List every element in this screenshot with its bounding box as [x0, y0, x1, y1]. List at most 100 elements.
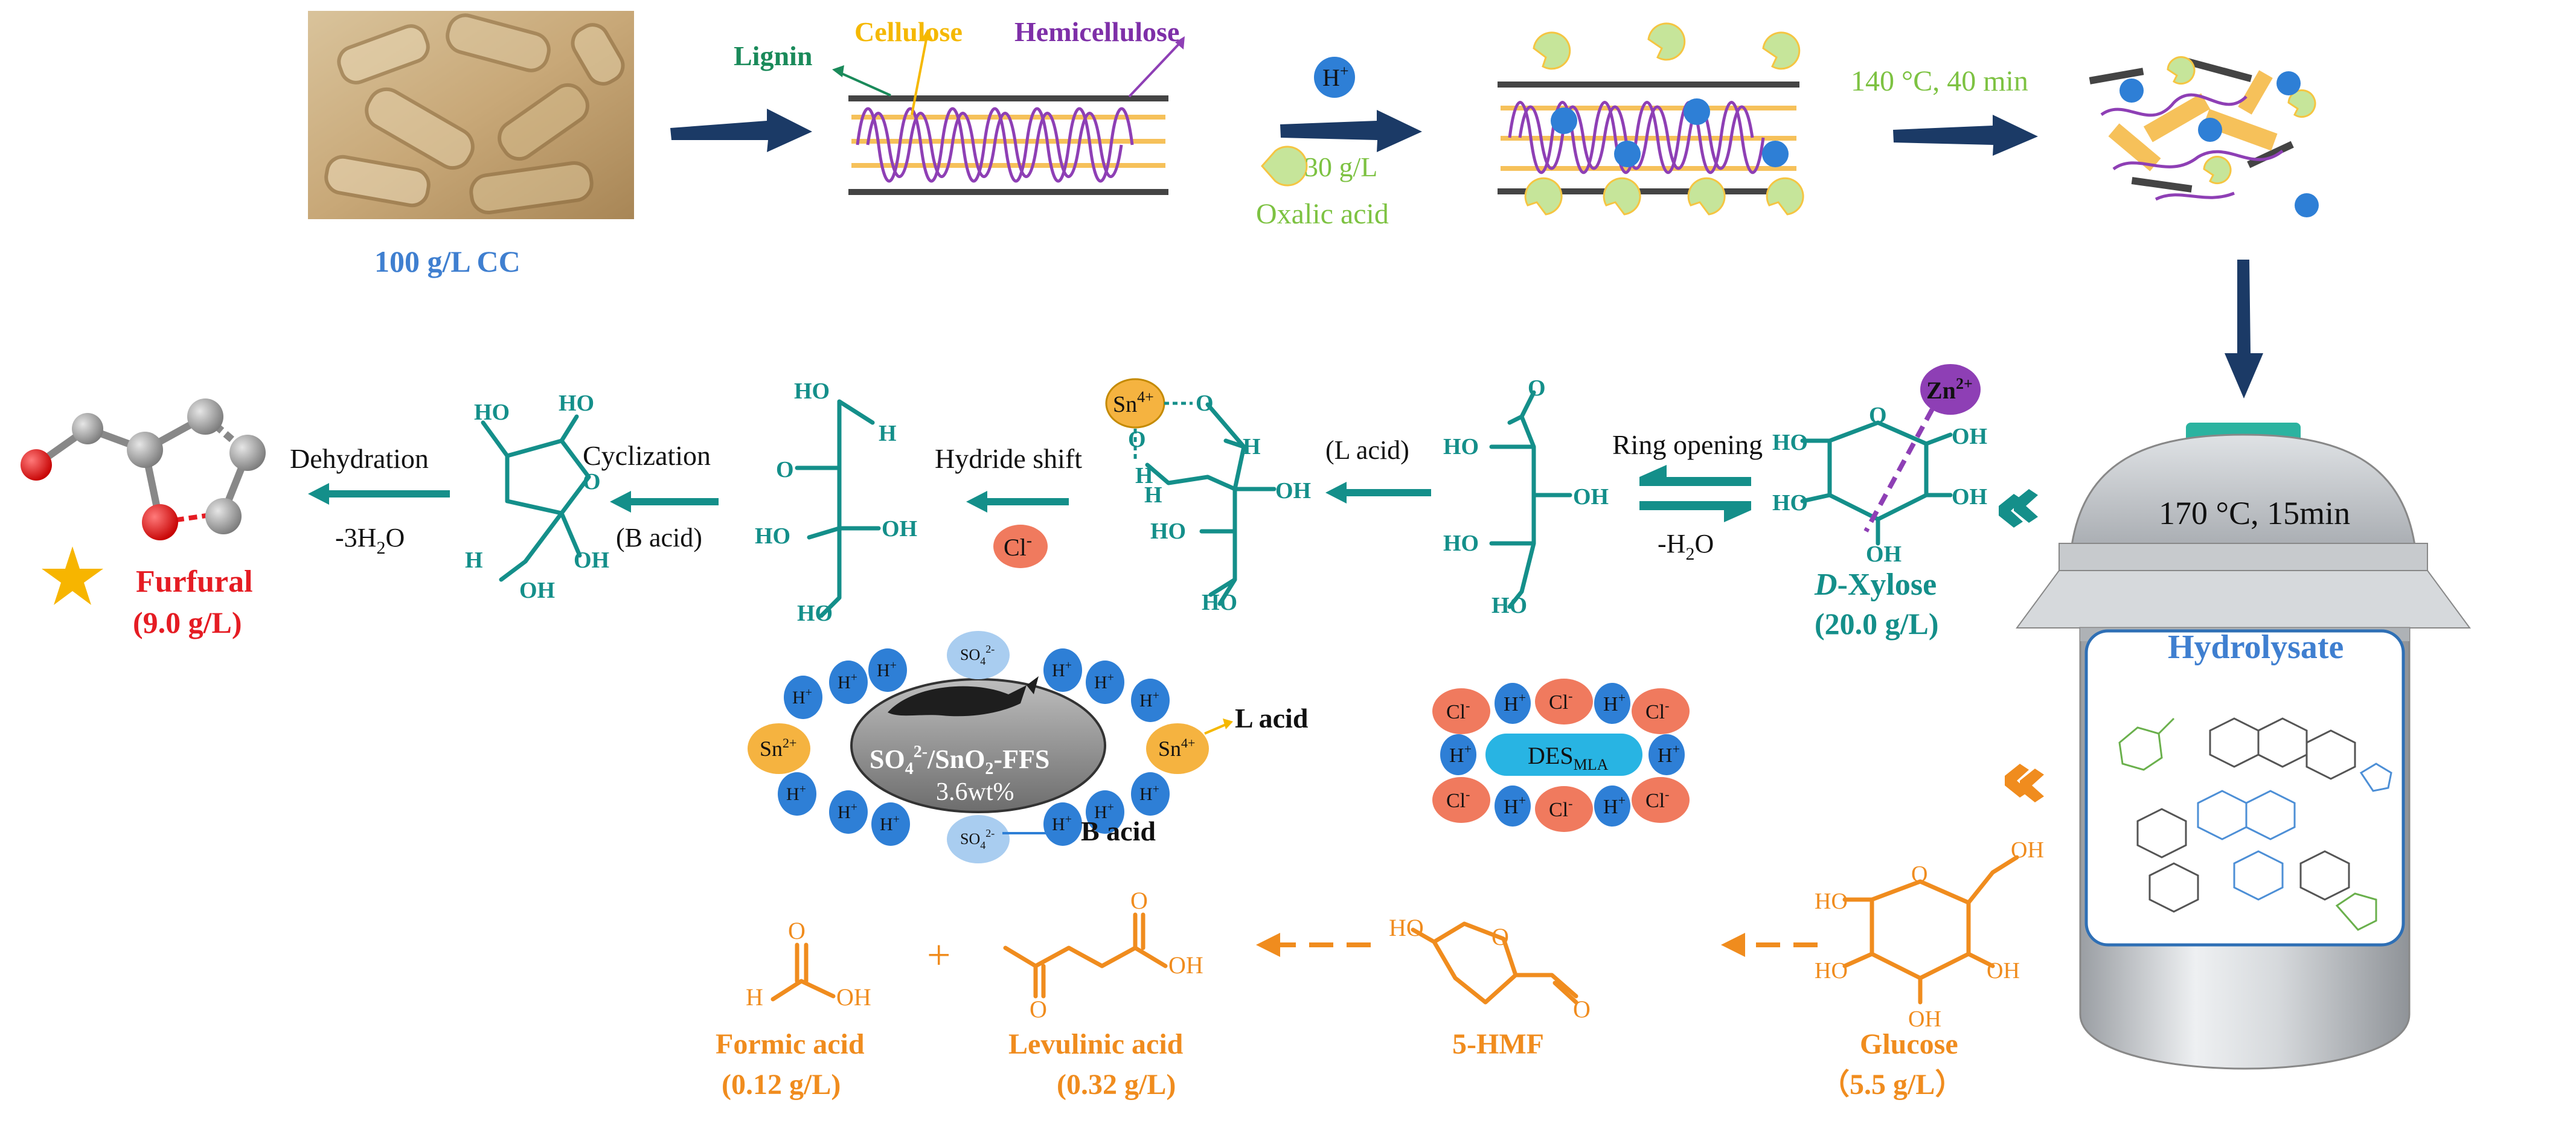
svg-text:Cl-: Cl- [1446, 787, 1470, 812]
oxalic-concentration: 30 g/L [1304, 152, 1377, 182]
dehydration-label: Dehydration [290, 443, 429, 474]
svg-text:OH: OH [2011, 837, 2044, 863]
l-acid-site-label: L acid [1235, 703, 1309, 734]
levulinic-acid-name: Levulinic acid [1008, 1028, 1184, 1060]
arrow-ring-opening-forward [1639, 465, 1751, 486]
plus-sign: + [927, 932, 950, 979]
svg-text:Sn2+: Sn2+ [760, 735, 796, 761]
arrow-l-acid-site [1204, 723, 1226, 735]
svg-text:OH: OH [882, 516, 917, 542]
svg-text:H+: H+ [880, 813, 900, 834]
svg-text:O: O [1491, 923, 1509, 950]
acid-treated-structure [1498, 22, 1804, 216]
svg-text:H+: H+ [838, 801, 857, 822]
formic-acid-name: Formic acid [716, 1028, 865, 1060]
svg-text:HO: HO [794, 379, 830, 404]
svg-text:HO: HO [797, 601, 833, 626]
furfural-model [21, 398, 266, 540]
svg-text:H+: H+ [1139, 782, 1159, 804]
svg-text:OH: OH [1168, 952, 1203, 979]
svg-text:HO: HO [1772, 430, 1808, 455]
arrow-cyclization [610, 491, 719, 513]
catalyst-loading: 3.6wt% [936, 778, 1014, 806]
svg-text:OH: OH [1908, 1006, 1941, 1032]
svg-text:HO: HO [1815, 958, 1848, 984]
svg-text:O: O [583, 469, 601, 494]
star-icon [42, 546, 103, 605]
arrow-glucose-head [1721, 933, 1745, 957]
furfural-concentration: (9.0 g/L) [133, 606, 242, 639]
catalyst-ion-labels: H+ H+ H+ H+ H+ H+ H+ H+ H+ H+ H+ H+ SO42… [760, 643, 1195, 851]
levulinic-acid-structure: O OH O [1003, 887, 1203, 1023]
svg-text:OH: OH [1952, 424, 1987, 449]
ring-opening-label: Ring opening [1612, 429, 1763, 460]
chevron-icon-xylose [1999, 489, 2038, 528]
svg-text:HO: HO [559, 391, 594, 416]
cyclization-label: Cyclization [583, 440, 711, 471]
svg-text:HO: HO [1202, 590, 1237, 615]
cyclization-catalyst: (B acid) [616, 523, 702, 552]
arrow-ring-opening-back [1639, 501, 1751, 522]
fragmented-biomass [2089, 56, 2319, 217]
svg-text:OH: OH [1866, 542, 1902, 567]
arrow-dehydration [308, 483, 450, 505]
arrow-hmf-head [1256, 933, 1280, 957]
l-acid-label: (L acid) [1325, 435, 1409, 465]
svg-text:H+: H+ [1052, 659, 1072, 680]
des-label: DESMLA [1528, 742, 1609, 773]
catalyst-name: SO42-/SnO2-FFS [870, 743, 1049, 778]
hydrolysate-label: Hydrolysate [2168, 629, 2344, 666]
svg-text:Cl-: Cl- [1446, 698, 1470, 723]
reactor-vessel [2016, 423, 2471, 1070]
svg-text:H+: H+ [877, 659, 897, 680]
svg-text:O: O [776, 457, 794, 482]
svg-text:O: O [1911, 862, 1927, 887]
hydrolysate-molecules [2118, 717, 2392, 931]
svg-text:H+: H+ [792, 686, 812, 708]
catalyst-particle [850, 676, 1106, 813]
glucose-name: Glucose [1860, 1028, 1958, 1060]
chloride-ion: Cl- [993, 525, 1048, 568]
glucose-concentration: （5.5 g/L） [1821, 1069, 1964, 1101]
svg-text:HO: HO [1150, 519, 1186, 544]
svg-text:H+: H+ [1504, 690, 1526, 715]
svg-text:H+: H+ [1139, 689, 1159, 711]
svg-text:HO: HO [1389, 914, 1424, 941]
svg-text:O: O [1869, 403, 1887, 428]
hydride-shift-label: Hydride shift [935, 443, 1082, 474]
oxalic-icon [1261, 146, 1308, 187]
cyclized-intermediate: HO HO O OH H OH [465, 391, 609, 603]
levulinic-acid-concentration: (0.32 g/L) [1057, 1069, 1176, 1101]
arrow-to-reactor [2225, 260, 2263, 398]
open-chain-xylose: O HO OH HO HO [1443, 376, 1609, 618]
svg-text:H: H [1135, 463, 1153, 488]
cellulose-label: Cellulose [854, 16, 963, 47]
ring-opening-water: -H2O [1658, 529, 1714, 564]
svg-text:HO: HO [1772, 490, 1808, 516]
svg-text:H+: H+ [838, 671, 857, 693]
svg-text:Cl-: Cl- [1645, 698, 1669, 723]
hmf-structure: HO O O [1389, 914, 1591, 1023]
des-cluster [1432, 679, 1690, 832]
svg-text:O: O [1128, 427, 1146, 452]
svg-text:HO: HO [1491, 593, 1527, 618]
svg-text:SO42-: SO42- [960, 827, 995, 851]
l-acid-arrowhead [1223, 718, 1233, 729]
svg-text:OH: OH [1952, 484, 1987, 510]
xylose-concentration: (20.0 g/L) [1815, 607, 1939, 641]
svg-text:O: O [1528, 376, 1546, 401]
svg-text:OH: OH [1275, 478, 1311, 504]
svg-text:HO: HO [1443, 531, 1479, 556]
sn-complex-intermediate: Sn4+ O H H O H OH HO HO [1105, 378, 1311, 615]
svg-text:Sn4+: Sn4+ [1113, 388, 1154, 417]
arrow-pretreatment [1893, 115, 2038, 156]
svg-text:O: O [1130, 887, 1148, 914]
svg-text:O: O [1196, 391, 1214, 416]
svg-text:Cl-: Cl- [1645, 787, 1669, 812]
svg-text:H+: H+ [1658, 741, 1680, 767]
feed-label: 100 g/L CC [374, 245, 521, 278]
svg-text:SO42-: SO42- [960, 643, 995, 667]
hmf-name: 5-HMF [1452, 1028, 1544, 1060]
chevron-icon-glucose [2005, 764, 2044, 802]
